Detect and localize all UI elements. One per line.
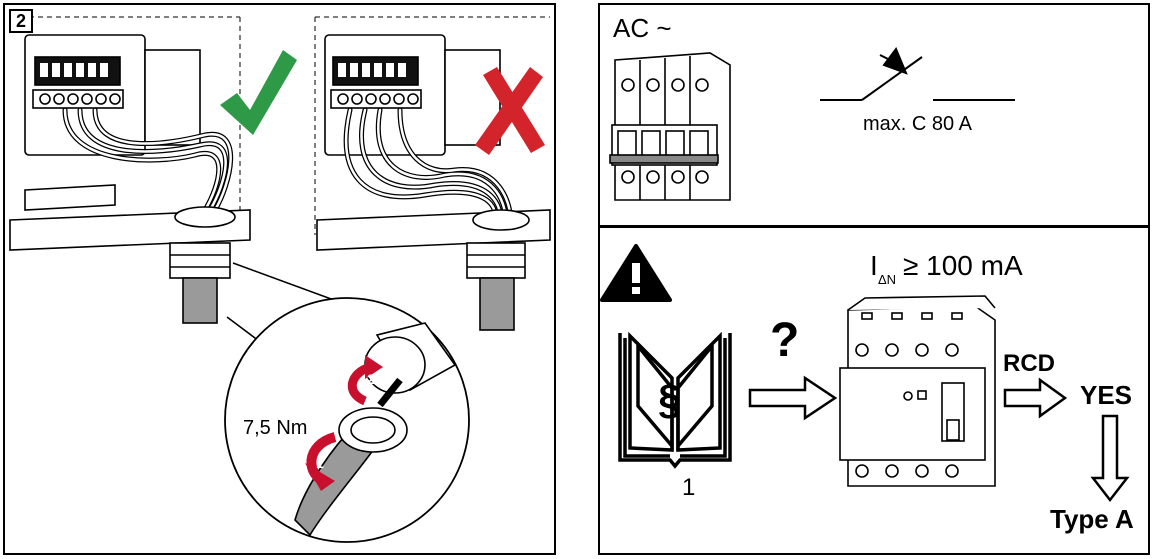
rotation-arrow-1 xyxy=(305,432,337,491)
cross-icon xyxy=(475,67,545,155)
step-number-badge: 2 xyxy=(9,9,33,33)
rated-current-value: ≥ 100 mA xyxy=(903,250,1023,281)
installation-panel: 2 7,5 Nm 1 2 xyxy=(3,3,556,555)
question-mark: ? xyxy=(770,314,800,367)
arrow-rcd-to-yes xyxy=(1003,377,1068,419)
installation-illustration xyxy=(9,16,551,543)
rcd-device xyxy=(839,295,996,487)
breaker-panel: AC ~ max. C 80 A xyxy=(598,3,1150,227)
paragraph-symbol: § xyxy=(658,376,682,423)
circuit-breaker-device xyxy=(609,52,731,201)
terminal-block-wrong xyxy=(316,34,551,331)
callout-step-2: 2 xyxy=(367,371,375,387)
book-icon xyxy=(618,331,732,469)
arrow-yes-to-type xyxy=(1090,414,1130,503)
callout-step-1: 1 xyxy=(316,455,324,471)
yes-label: YES xyxy=(1080,380,1133,410)
arrow-book-to-rcd xyxy=(748,375,838,421)
rcd-panel: I ΔN ≥ 100 mA ? § 1 RCD YES Type A xyxy=(598,226,1150,555)
terminal-block-correct xyxy=(9,34,251,324)
switch-symbol xyxy=(820,47,1015,101)
rated-current-symbol: I xyxy=(870,250,878,281)
book-label: 1 xyxy=(682,474,696,501)
rotation-arrow-2 xyxy=(348,355,383,406)
cable-gland-detail xyxy=(294,322,457,537)
breaker-rating-label: max. C 80 A xyxy=(863,113,972,135)
type-a-label: Type A xyxy=(1050,504,1134,534)
check-icon xyxy=(220,50,297,135)
warning-icon xyxy=(600,244,672,302)
rated-current-subscript: ΔN xyxy=(878,272,897,287)
torque-label: 7,5 Nm xyxy=(243,417,308,439)
ac-label: AC ~ xyxy=(613,13,672,43)
rcd-label: RCD xyxy=(1003,350,1055,377)
